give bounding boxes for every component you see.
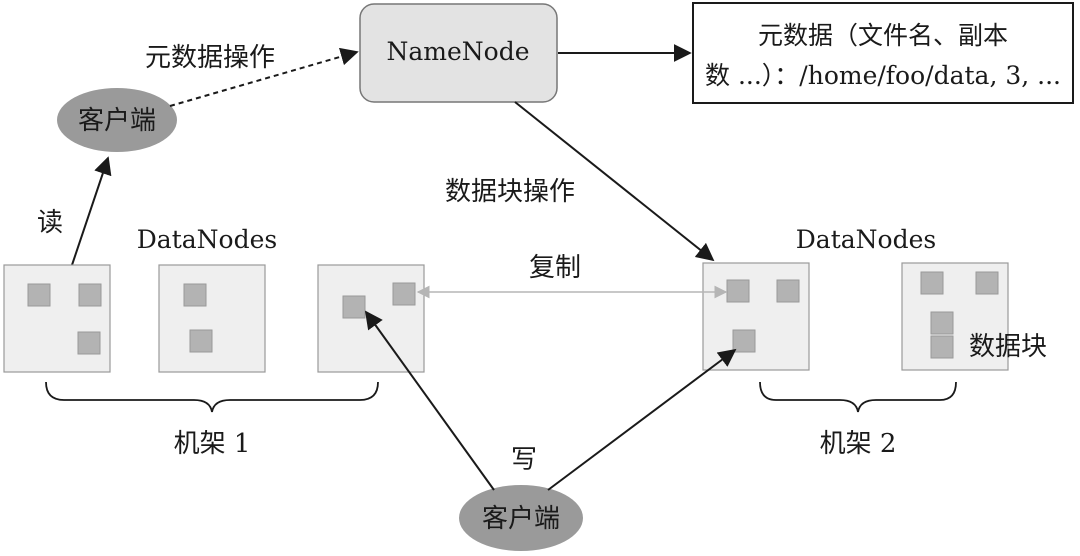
data-block bbox=[342, 295, 366, 319]
data-block bbox=[189, 329, 213, 353]
read-arrow bbox=[71, 156, 112, 266]
client-top: 客户端 bbox=[57, 88, 177, 152]
metadata-line-1: 元数据（文件名、副本 bbox=[758, 21, 1008, 50]
data-block bbox=[975, 271, 999, 295]
data-block bbox=[77, 331, 101, 355]
data-block bbox=[776, 279, 800, 303]
client-bottom-label: 客户端 bbox=[482, 504, 560, 534]
rack2-label: 机架 2 bbox=[820, 429, 897, 459]
metadata-box: 元数据（文件名、副本 数 ...）：/home/foo/data, 3, ... bbox=[692, 2, 1074, 104]
datanodes-right-label: DataNodes bbox=[796, 225, 936, 254]
client-bottom: 客户端 bbox=[459, 485, 583, 551]
namenode-label: NameNode bbox=[386, 37, 529, 66]
data-block bbox=[930, 335, 954, 359]
write-arrow-rack1 bbox=[364, 310, 495, 491]
data-block bbox=[920, 271, 944, 295]
namenode: NameNode bbox=[359, 3, 558, 103]
read-label: 读 bbox=[37, 208, 63, 238]
data-block bbox=[930, 311, 954, 335]
block-label: 数据块 bbox=[969, 332, 1047, 362]
client-top-label: 客户端 bbox=[78, 106, 156, 136]
data-block bbox=[183, 283, 207, 307]
block-ops-label: 数据块操作 bbox=[445, 177, 575, 207]
rack1-brace bbox=[45, 381, 379, 413]
metadata-ops-label: 元数据操作 bbox=[145, 43, 275, 73]
replication-label: 复制 bbox=[529, 253, 581, 283]
write-arrow-rack2 bbox=[547, 348, 737, 491]
block-ops-arrow bbox=[514, 101, 715, 262]
data-block bbox=[732, 329, 756, 353]
rack2-datanode-1 bbox=[702, 262, 810, 371]
datanodes-left-label: DataNodes bbox=[137, 225, 277, 254]
write-label: 写 bbox=[511, 445, 537, 475]
rack2-datanode-2 bbox=[901, 262, 1009, 371]
metadata-ops-arrow bbox=[169, 47, 359, 107]
rack2-brace bbox=[759, 381, 957, 413]
data-block bbox=[392, 282, 416, 306]
metadata-line-2: 数 ...）：/home/foo/data, 3, ... bbox=[705, 61, 1061, 90]
data-block bbox=[27, 283, 51, 307]
rack1-label: 机架 1 bbox=[174, 429, 251, 459]
data-block bbox=[78, 283, 102, 307]
rack1-datanode-2 bbox=[158, 264, 266, 373]
rack1-datanode-1 bbox=[3, 264, 111, 373]
data-block bbox=[726, 279, 750, 303]
